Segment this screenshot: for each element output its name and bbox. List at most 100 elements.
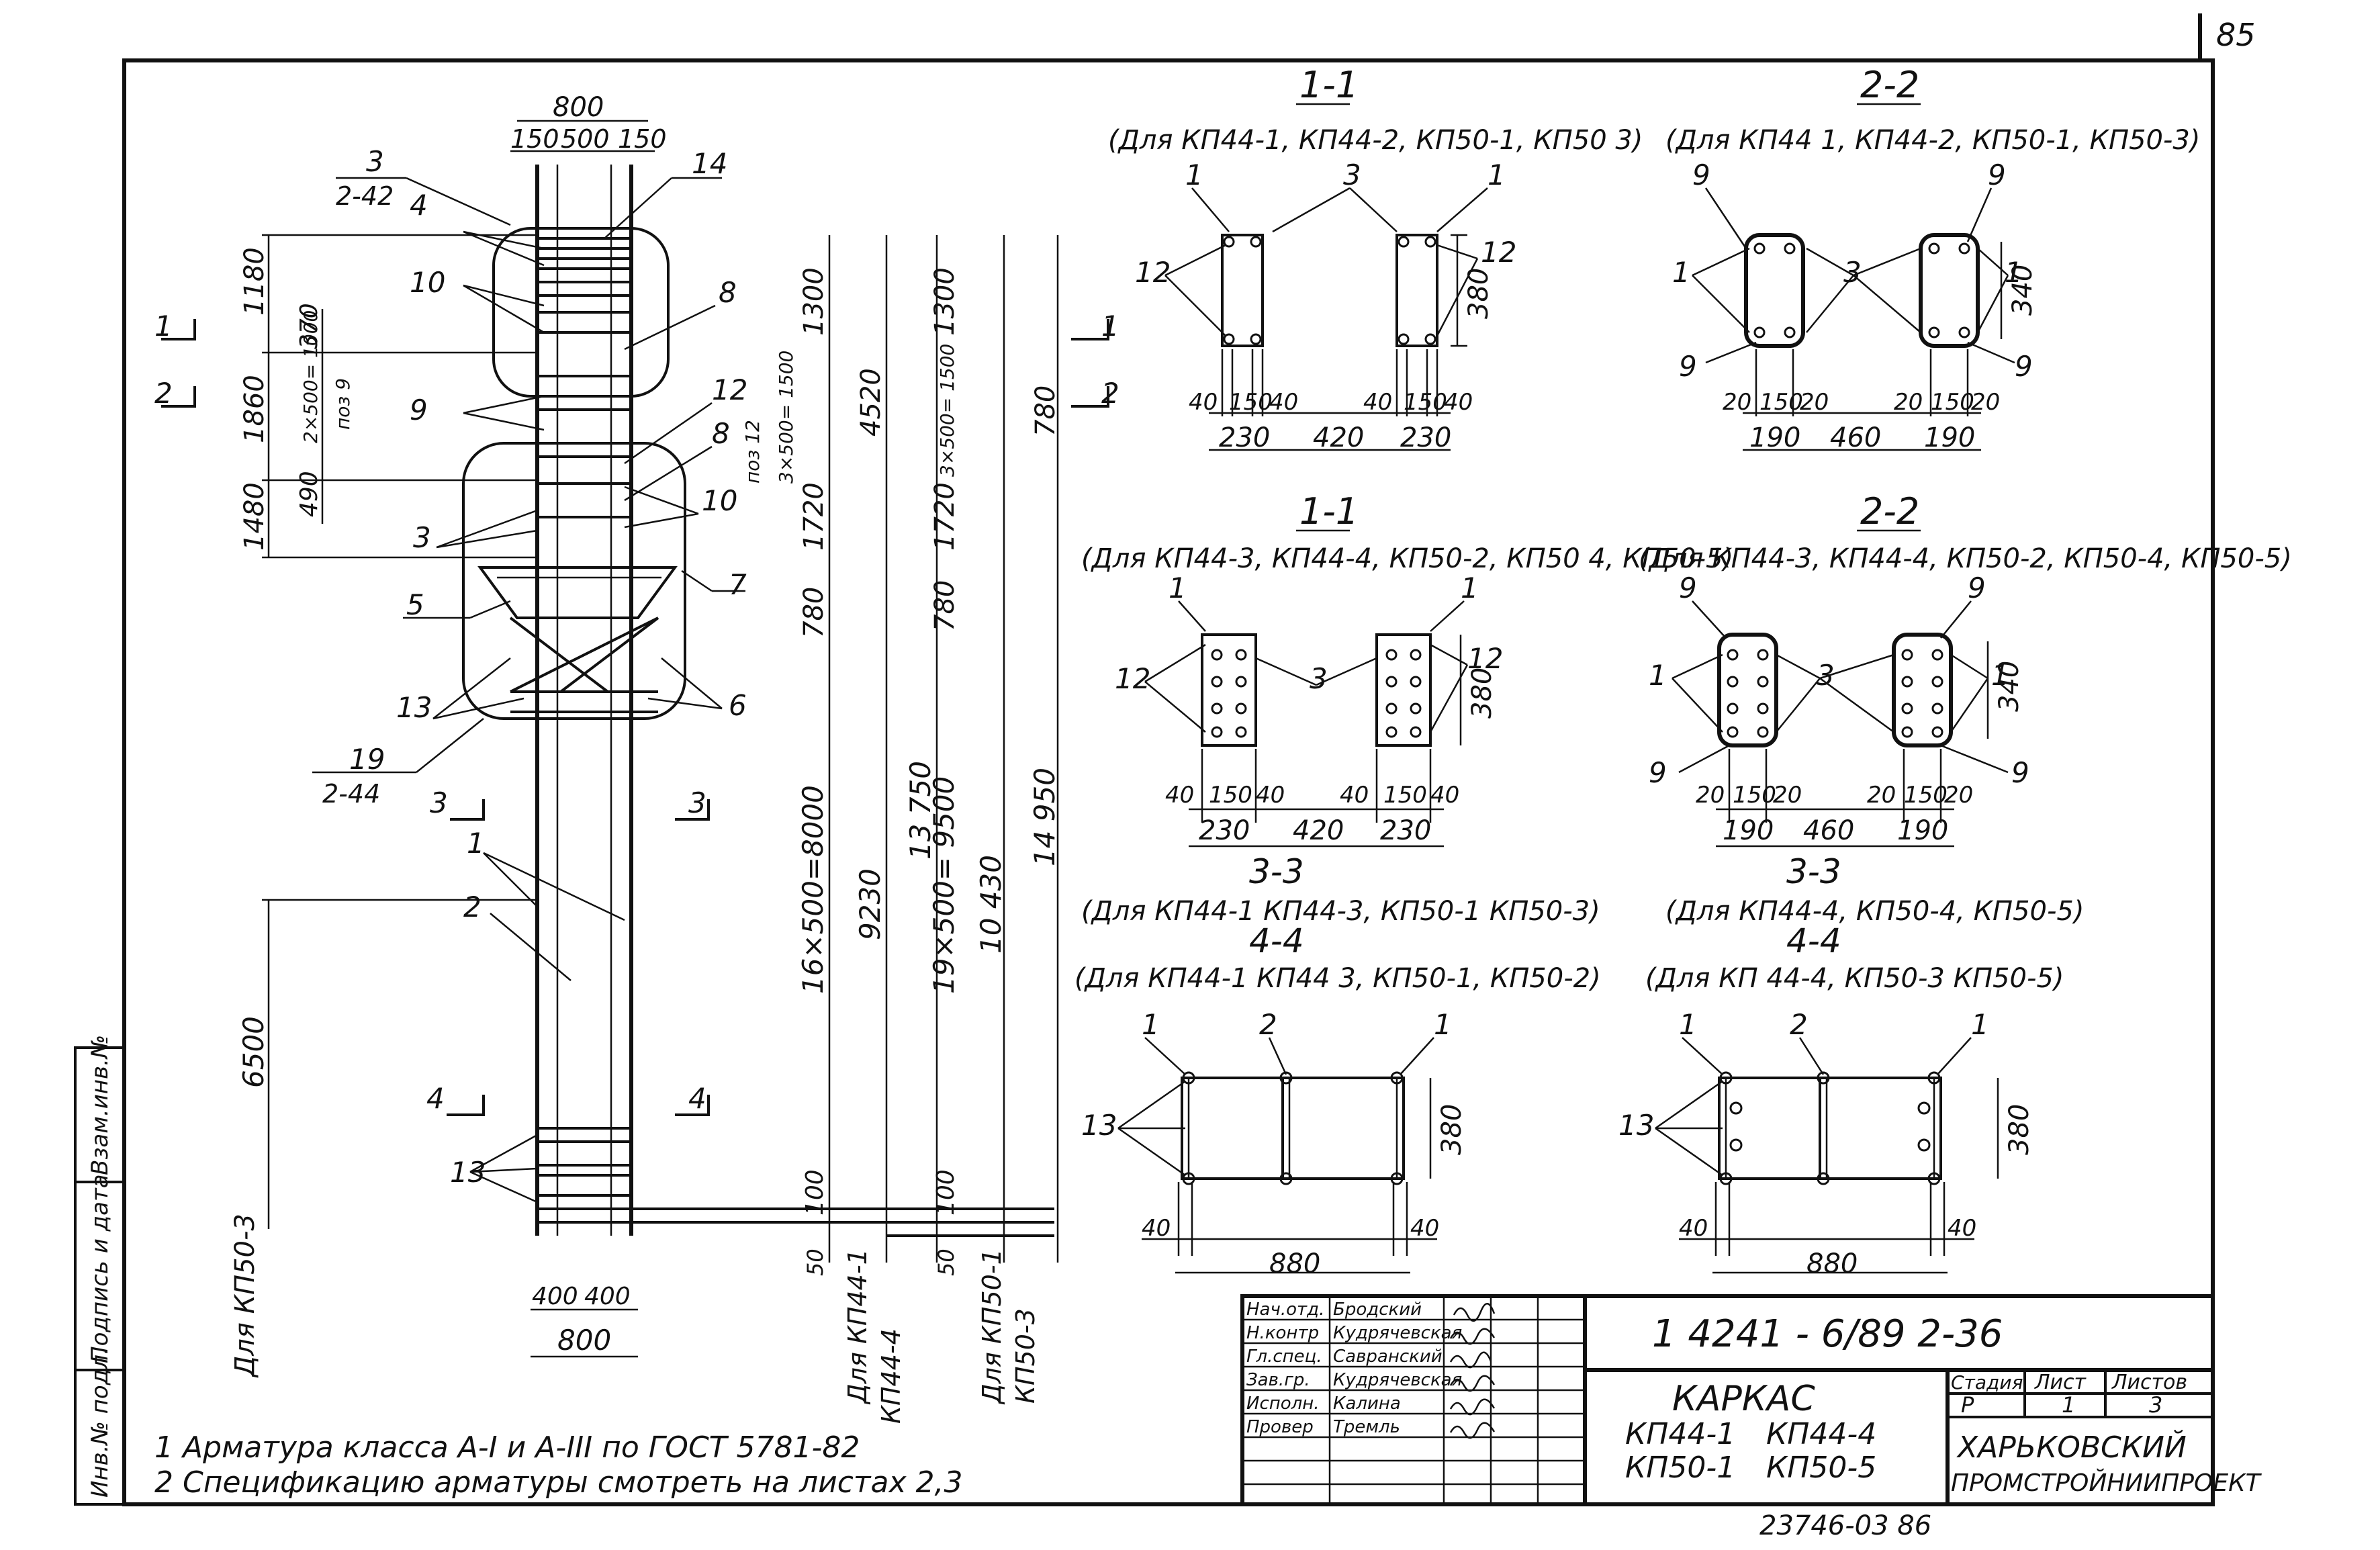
svg-text:20: 20 <box>1696 782 1725 809</box>
section-1-1-upper: 1-1 (Для КП44-1, КП44-2, КП50-1, КП50 3)… <box>1108 64 1643 453</box>
svg-text:3: 3 <box>430 786 448 819</box>
svg-text:10 430: 10 430 <box>974 855 1007 954</box>
svg-text:190: 190 <box>1897 815 1948 846</box>
svg-text:Лист: Лист <box>2034 1371 2087 1394</box>
svg-text:380: 380 <box>1467 668 1498 719</box>
svg-text:Савранский: Савранский <box>1333 1347 1443 1367</box>
svg-text:Калина: Калина <box>1333 1394 1401 1414</box>
svg-text:Стадия: Стадия <box>1951 1371 2023 1394</box>
drawing-title: КАРКАС <box>1672 1379 1815 1419</box>
svg-text:(Для КП44-1, КП44-2, КП50-1, К: (Для КП44-1, КП44-2, КП50-1, КП50 3) <box>1108 125 1643 156</box>
svg-text:1: 1 <box>1142 1008 1160 1041</box>
svg-text:9: 9 <box>1692 158 1710 191</box>
svg-text:1860: 1860 <box>239 375 270 443</box>
svg-text:КП44-4: КП44-4 <box>876 1328 906 1424</box>
svg-text:9: 9 <box>2015 350 2033 383</box>
svg-text:40: 40 <box>1444 389 1473 416</box>
svg-text:1480: 1480 <box>239 482 270 551</box>
svg-text:2: 2 <box>463 891 482 923</box>
svg-text:Взам.инв.№: Взам.инв.№ <box>87 1035 113 1175</box>
svg-text:3-3: 3-3 <box>1249 852 1304 891</box>
signatures <box>1449 1303 1496 1439</box>
svg-text:4-4: 4-4 <box>1249 921 1304 960</box>
svg-text:40: 40 <box>1165 782 1194 809</box>
org-name-1: ХАРЬКОВСКИЙ <box>1956 1429 2187 1465</box>
org-name-2: ПРОМСТРОЙНИИПРОЕКТ <box>1951 1469 2262 1497</box>
svg-text:190: 190 <box>1749 422 1800 453</box>
svg-text:19: 19 <box>349 743 385 776</box>
svg-text:2-42: 2-42 <box>336 181 394 211</box>
svg-text:1-1: 1-1 <box>1299 490 1359 533</box>
svg-text:поз 9: поз 9 <box>332 378 354 430</box>
elevation-top-dims: 800 150 500 150 <box>510 92 667 154</box>
svg-text:500: 500 <box>561 124 610 154</box>
svg-text:880: 880 <box>1269 1248 1320 1279</box>
svg-text:14: 14 <box>692 147 727 180</box>
svg-text:780: 780 <box>929 580 960 631</box>
svg-text:9: 9 <box>1679 572 1697 604</box>
svg-text:8: 8 <box>719 276 737 309</box>
svg-text:12: 12 <box>1135 256 1171 289</box>
svg-text:190: 190 <box>1723 815 1774 846</box>
svg-text:4: 4 <box>426 1082 445 1115</box>
note-2: 2 Спецификацию арматуры смотреть на лист… <box>154 1465 963 1500</box>
svg-text:Инв.№ подл.: Инв.№ подл. <box>87 1347 113 1498</box>
svg-text:КП50-5: КП50-5 <box>1766 1451 1876 1485</box>
svg-text:40: 40 <box>1679 1215 1708 1242</box>
page-number: 85 <box>2216 17 2256 53</box>
svg-text:13: 13 <box>396 691 432 724</box>
svg-text:20: 20 <box>1867 782 1896 809</box>
svg-text:400: 400 <box>584 1283 631 1310</box>
svg-text:16×500=8000: 16×500=8000 <box>796 785 829 994</box>
svg-text:Нач.отд.: Нач.отд. <box>1246 1300 1324 1320</box>
svg-text:1300: 1300 <box>929 267 960 336</box>
svg-text:1: 1 <box>1991 659 2009 692</box>
svg-text:100: 100 <box>801 1169 829 1216</box>
svg-text:Зав.гр.: Зав.гр. <box>1246 1370 1310 1390</box>
svg-text:50: 50 <box>803 1248 828 1276</box>
svg-text:2-2: 2-2 <box>1860 64 1919 106</box>
svg-text:8: 8 <box>712 417 730 450</box>
svg-text:10: 10 <box>410 266 445 299</box>
svg-text:40: 40 <box>1948 1215 1976 1242</box>
frame-elevation <box>462 165 1054 1237</box>
svg-text:13 750: 13 750 <box>904 761 937 860</box>
svg-text:14 950: 14 950 <box>1028 768 1061 866</box>
svg-text:Для КП50-3: Для КП50-3 <box>230 1214 261 1378</box>
svg-text:1: 1 <box>1461 572 1479 604</box>
svg-text:2: 2 <box>1259 1008 1277 1041</box>
elevation-bottom-dims: 400 400 800 <box>531 1283 638 1358</box>
svg-text:20: 20 <box>1800 389 1829 416</box>
svg-text:13: 13 <box>1618 1109 1654 1142</box>
svg-text:Для КП44-1: Для КП44-1 <box>843 1248 872 1405</box>
svg-text:9: 9 <box>2011 756 2029 789</box>
svg-text:19×500= 9500: 19×500= 9500 <box>927 776 960 994</box>
svg-text:13: 13 <box>450 1156 486 1189</box>
svg-text:800: 800 <box>557 1324 611 1357</box>
svg-text:5: 5 <box>406 588 424 621</box>
svg-text:40: 40 <box>1142 1215 1171 1242</box>
svg-text:3: 3 <box>1817 659 1835 692</box>
svg-text:380: 380 <box>1436 1104 1467 1155</box>
svg-text:Н.контр: Н.контр <box>1246 1323 1319 1343</box>
svg-text:Тремль: Тремль <box>1333 1417 1400 1437</box>
svg-text:40: 40 <box>1363 389 1392 416</box>
svg-text:1: 1 <box>1185 158 1203 191</box>
svg-text:3: 3 <box>1343 158 1361 191</box>
title-block: Нач.отд. Бродский Н.контр Кудрячевская Г… <box>1240 1294 2262 1506</box>
svg-text:1720: 1720 <box>929 482 960 551</box>
svg-text:1: 1 <box>467 827 485 860</box>
svg-text:190: 190 <box>1924 422 1975 453</box>
svg-text:460: 460 <box>1803 815 1854 846</box>
svg-text:1: 1 <box>2005 256 2023 289</box>
svg-text:2: 2 <box>1101 377 1119 410</box>
svg-text:880: 880 <box>1806 1248 1858 1279</box>
svg-text:6500: 6500 <box>237 1016 270 1088</box>
svg-text:поз 12: поз 12 <box>741 420 764 484</box>
svg-text:3: 3 <box>366 145 384 178</box>
svg-text:340: 340 <box>2007 265 2038 316</box>
archive-number: 23746-03 86 <box>1759 1510 1931 1541</box>
svg-text:400: 400 <box>532 1283 578 1310</box>
svg-text:КП50-1: КП50-1 <box>1625 1451 1735 1485</box>
svg-text:1180: 1180 <box>239 247 270 316</box>
